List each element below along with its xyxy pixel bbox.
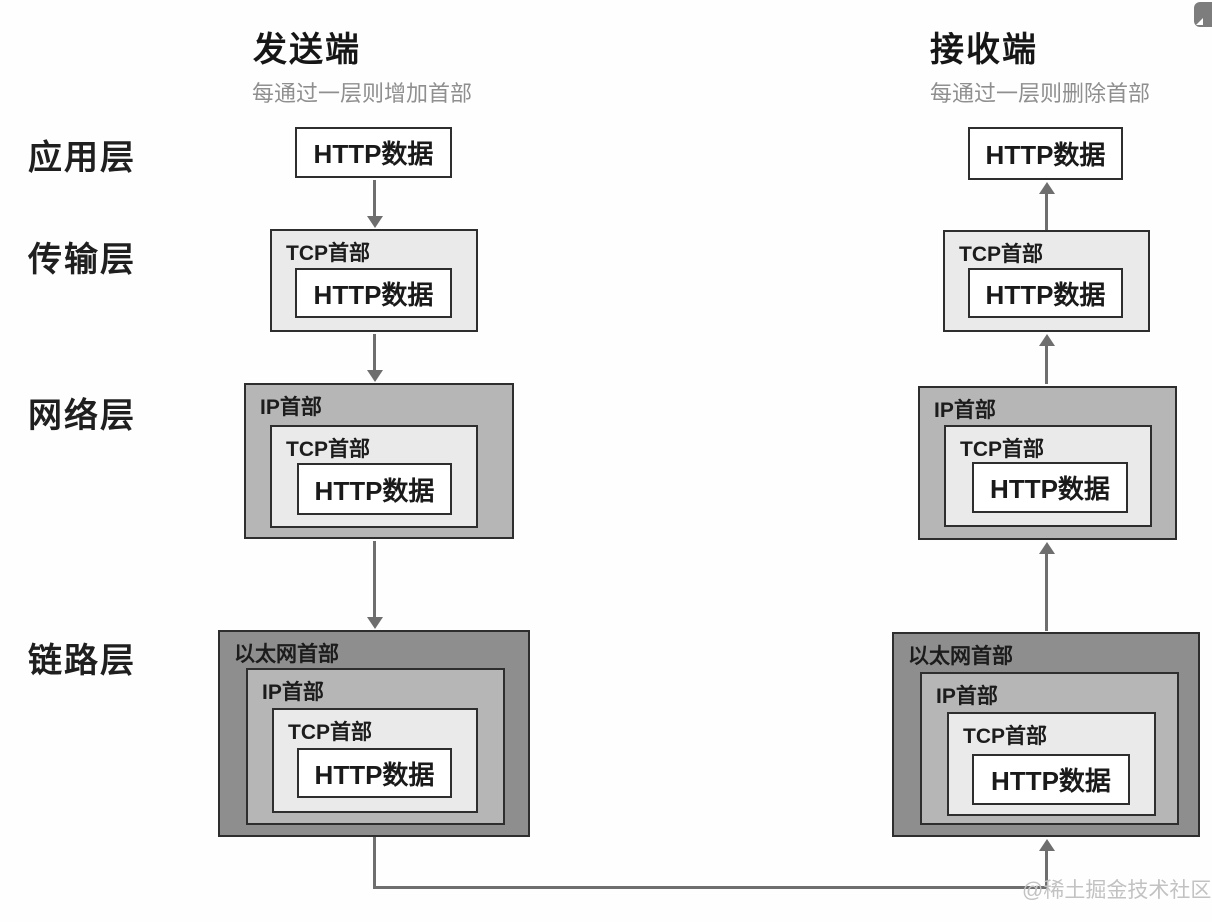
arrow-shaft [373,334,376,371]
receiver-transport-packet: TCP首部 HTTP数据 [943,230,1150,332]
sender-subtitle: 每通过一层则增加首部 [252,81,473,106]
layer-label-transport: 传输层 [28,241,136,279]
tcp-header-label: TCP首部 [960,438,1044,461]
ip-header-label: IP首部 [934,399,996,422]
tcp-header-label: TCP首部 [963,725,1047,748]
receiver-subtitle: 每通过一层则删除首部 [930,81,1151,106]
nested-ip-datagram: IP首部 TCP首部 HTTP数据 [920,672,1179,825]
sender-title: 发送端 [253,31,361,69]
arrow-head-down-icon [367,370,383,382]
ip-header-label: IP首部 [260,396,322,419]
nested-tcp-segment: TCP首部 HTTP数据 [944,425,1152,527]
corner-widget-icon[interactable] [1194,2,1212,27]
http-data-box: HTTP数据 [297,463,452,515]
http-data-box: HTTP数据 [972,462,1128,513]
layer-label-link: 链路层 [28,642,136,680]
ip-header-label: IP首部 [262,681,324,704]
receiver-title: 接收端 [930,31,1038,69]
watermark: @稀土掘金技术社区 [1022,879,1212,902]
connection-rise-line [1045,850,1048,889]
tcp-header-label: TCP首部 [288,721,372,744]
sender-network-packet: IP首部 TCP首部 HTTP数据 [244,383,514,539]
nested-tcp-segment: TCP首部 HTTP数据 [947,712,1156,816]
receiver-app-http-box: HTTP数据 [968,127,1123,180]
tcp-header-label: TCP首部 [286,438,370,461]
connection-drop-line [373,837,376,889]
arrow-head-up-icon [1039,542,1055,554]
sender-transport-packet: TCP首部 HTTP数据 [270,229,478,332]
arrow-shaft [1045,345,1048,384]
receiver-network-packet: IP首部 TCP首部 HTTP数据 [918,386,1177,540]
ethernet-header-label: 以太网首部 [908,645,1013,668]
sender-link-packet: 以太网首部 IP首部 TCP首部 HTTP数据 [218,630,530,837]
connection-horizontal-line [373,886,1048,889]
tcp-header-label: TCP首部 [959,243,1043,266]
http-data-box: HTTP数据 [295,268,452,318]
http-data-box: HTTP数据 [297,748,452,798]
layer-label-network: 网络层 [28,397,136,435]
arrow-head-down-icon [367,216,383,228]
arrow-shaft [373,541,376,618]
arrow-head-up-icon [1039,839,1055,851]
sender-app-http-box: HTTP数据 [295,127,452,178]
arrow-shaft [1045,193,1048,230]
receiver-link-packet: 以太网首部 IP首部 TCP首部 HTTP数据 [892,632,1200,837]
arrow-shaft [1045,553,1048,631]
arrow-head-down-icon [367,617,383,629]
layer-label-application: 应用层 [28,139,136,177]
nested-ip-datagram: IP首部 TCP首部 HTTP数据 [246,668,505,825]
ethernet-header-label: 以太网首部 [234,643,339,666]
arrow-shaft [373,180,376,217]
nested-tcp-segment: TCP首部 HTTP数据 [272,708,478,813]
ip-header-label: IP首部 [936,685,998,708]
tcp-header-label: TCP首部 [286,242,370,265]
arrow-head-up-icon [1039,182,1055,194]
http-data-box: HTTP数据 [968,268,1123,318]
arrow-head-up-icon [1039,334,1055,346]
http-data-box: HTTP数据 [972,754,1130,805]
nested-tcp-segment: TCP首部 HTTP数据 [270,425,478,528]
